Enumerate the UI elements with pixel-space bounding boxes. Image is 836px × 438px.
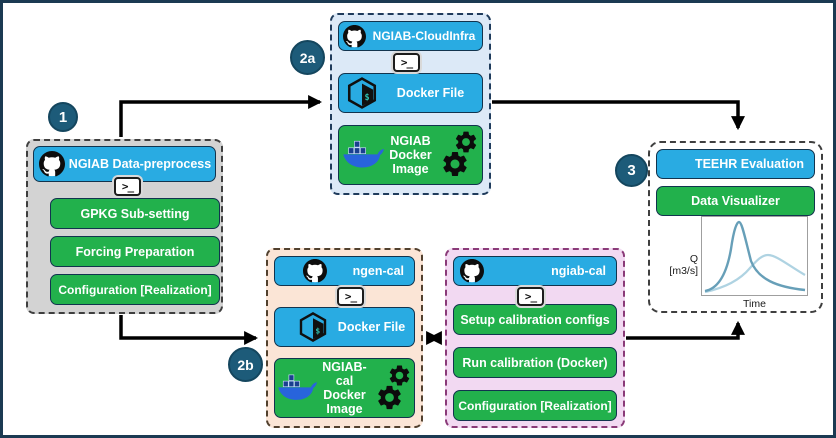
step-forcing-preparation: Forcing Preparation: [50, 236, 220, 267]
chart-y-axis-label: Q [m3/s]: [653, 253, 698, 277]
docker-whale-icon: [342, 138, 384, 172]
dockerfile-box: $ Docker File: [338, 73, 483, 113]
step-badge-2a: 2a: [290, 40, 325, 75]
terminal-icon: >_: [393, 53, 420, 72]
svg-text:$: $: [315, 326, 320, 335]
chart-x-axis-label: Time: [701, 298, 808, 310]
step-label: Configuration [Realization]: [58, 282, 212, 297]
step-badge-2a-label: 2a: [299, 49, 316, 66]
image-label-line: Docker: [389, 148, 432, 162]
repo-ngiab-cloudinfra: NGIAB-CloudInfra: [338, 21, 483, 51]
image-label: NGIAB Docker Image: [384, 134, 437, 176]
data-visualizer-box: Data Visualizer: [656, 186, 815, 216]
visualizer-label: Data Visualizer: [691, 194, 780, 208]
dockerfile-label: Docker File: [396, 86, 465, 100]
teehr-evaluation-box: TEEHR Evaluation: [656, 149, 815, 179]
svg-text:$: $: [365, 93, 370, 103]
terminal-glyph: >_: [121, 180, 134, 193]
step-label: Setup calibration configs: [460, 312, 610, 327]
hydrograph-curves: [704, 220, 806, 294]
repo-label: ngiab-cal: [551, 264, 606, 278]
step-badge-3-label: 3: [627, 162, 636, 179]
step-badge-1: 1: [48, 102, 78, 132]
terminal-glyph: >_: [344, 290, 357, 303]
dockerfile-box: $ Docker File: [274, 307, 415, 347]
y-label-line: [m3/s]: [669, 265, 698, 277]
github-icon: [39, 151, 65, 177]
step-label: Configuration [Realization]: [458, 398, 612, 413]
hydrograph-chart: [701, 216, 808, 296]
repo-label: NGIAB Data-preprocess: [68, 157, 212, 171]
terminal-icon: >_: [114, 177, 141, 196]
ngiab-cal-docker-image-box: NGIAB-cal Docker Image: [274, 358, 415, 418]
image-label-line: Image: [392, 162, 429, 176]
terminal-icon: >_: [337, 287, 364, 306]
step-badge-3: 3: [615, 154, 648, 187]
step-label: Forcing Preparation: [75, 244, 195, 259]
teehr-label: TEEHR Evaluation: [694, 157, 804, 171]
github-icon: [460, 259, 484, 283]
terminal-icon: >_: [517, 287, 544, 306]
repo-ngiab-data-preprocess: NGIAB Data-preprocess: [33, 146, 216, 182]
image-label: NGIAB-cal Docker Image: [317, 360, 372, 416]
step-badge-2b: 2b: [228, 347, 263, 382]
gears-icon: [372, 362, 412, 414]
repo-ngen-cal: ngen-cal: [274, 256, 415, 286]
step-label: GPKG Sub-setting: [80, 206, 190, 221]
step-configuration-realization: Configuration [Realization]: [50, 274, 220, 305]
gears-icon: [437, 129, 479, 181]
repo-label: ngen-cal: [352, 264, 404, 278]
terminal-glyph: >_: [524, 290, 537, 303]
github-icon: [343, 24, 366, 48]
step-gpkg-subsetting: GPKG Sub-setting: [50, 198, 220, 229]
ngiab-docker-image-box: NGIAB Docker Image: [338, 125, 483, 185]
step-badge-1-label: 1: [58, 108, 68, 126]
image-label-line: Docker: [323, 388, 366, 402]
shell-hexagon-icon: $: [345, 76, 379, 110]
step-badge-2b-label: 2b: [237, 356, 254, 373]
step-configuration-realization-cal: Configuration [Realization]: [453, 390, 617, 421]
step-setup-calibration: Setup calibration configs: [453, 304, 617, 335]
repo-ngiab-cal: ngiab-cal: [453, 256, 617, 286]
image-label-line: Image: [326, 402, 363, 416]
step-label: Run calibration (Docker): [462, 355, 608, 370]
shell-hexagon-icon: $: [297, 311, 329, 343]
github-icon: [303, 259, 327, 283]
dockerfile-label: Docker File: [337, 320, 406, 334]
x-label: Time: [743, 298, 766, 310]
image-label-line: NGIAB-cal: [322, 360, 367, 388]
step-run-calibration: Run calibration (Docker): [453, 347, 617, 378]
terminal-glyph: >_: [400, 56, 413, 69]
image-label-line: NGIAB: [390, 134, 431, 148]
repo-label: NGIAB-CloudInfra: [372, 29, 476, 43]
y-label-line: Q: [689, 253, 698, 265]
docker-whale-icon: [277, 372, 317, 404]
